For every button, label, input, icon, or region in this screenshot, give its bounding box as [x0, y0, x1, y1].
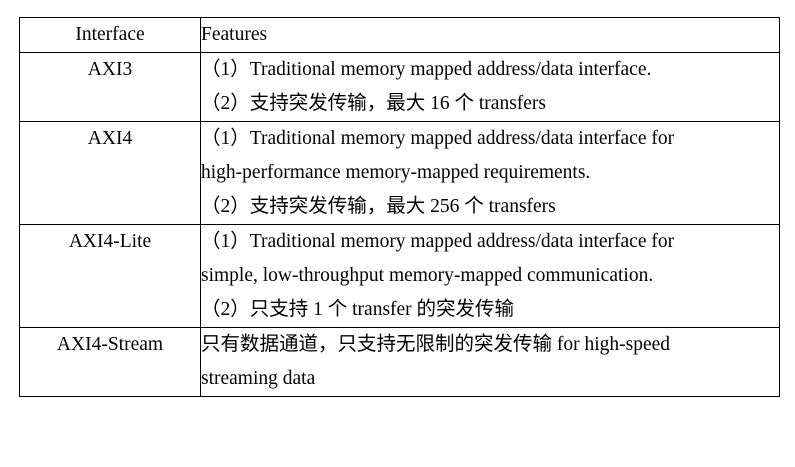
header-interface: Interface [19, 17, 201, 53]
feature-line: 只有数据通道，只支持无限制的突发传输 for high-speed [201, 334, 671, 355]
interface-cell: AXI4-Stream [19, 327, 201, 397]
feature-line: high-performance memory-mapped requireme… [201, 162, 591, 183]
interface-cell: AXI4 [19, 121, 201, 225]
feature-line: simple, low-throughput memory-mapped com… [201, 265, 654, 286]
table-row: AXI4 （1）Traditional memory mapped addres… [19, 121, 780, 225]
table-header-row: Interface Features [19, 17, 780, 53]
feature-line: （1）Traditional memory mapped address/dat… [201, 59, 652, 80]
feature-line: （1）Traditional memory mapped address/dat… [201, 231, 675, 252]
features-cell: 只有数据通道，只支持无限制的突发传输 for high-speed stream… [200, 327, 780, 397]
features-cell: （1）Traditional memory mapped address/dat… [200, 52, 780, 122]
interface-cell: AXI3 [19, 52, 201, 122]
interface-cell: AXI4-Lite [19, 224, 201, 328]
axi-interface-table: Interface Features AXI3 （1）Traditional m… [19, 17, 780, 397]
table-row: AXI4-Stream 只有数据通道，只支持无限制的突发传输 for high-… [19, 327, 780, 397]
feature-line: （2）只支持 1 个 transfer 的突发传输 [201, 299, 515, 320]
feature-line: streaming data [201, 368, 316, 389]
table-row: AXI4-Lite （1）Traditional memory mapped a… [19, 224, 780, 328]
features-cell: （1）Traditional memory mapped address/dat… [200, 224, 780, 328]
feature-line: （2）支持突发传输，最大 256 个 transfers [201, 196, 556, 217]
feature-line: （2）支持突发传输，最大 16 个 transfers [201, 93, 547, 114]
features-cell: （1）Traditional memory mapped address/dat… [200, 121, 780, 225]
feature-line: （1）Traditional memory mapped address/dat… [201, 128, 675, 149]
header-features: Features [200, 17, 780, 53]
table-row: AXI3 （1）Traditional memory mapped addres… [19, 52, 780, 122]
